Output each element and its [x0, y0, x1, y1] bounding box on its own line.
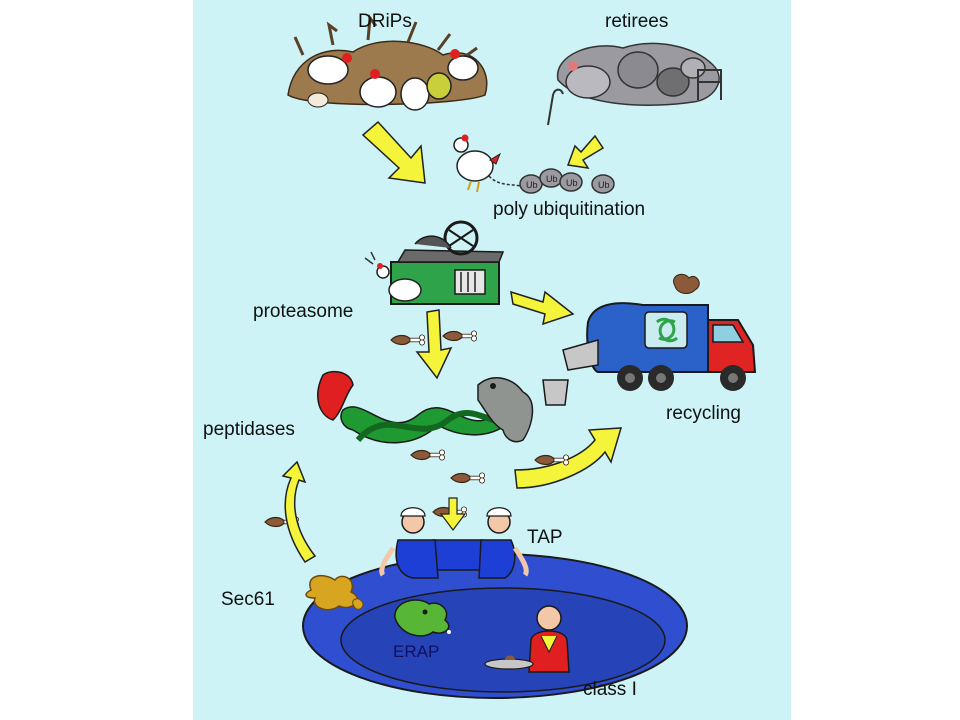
label-class-i: class I: [583, 679, 637, 700]
label-poly-ubiquitination: poly ubiquitination: [493, 199, 646, 220]
ub-tag: Ub: [526, 180, 538, 190]
arrow-sec61-to-peptidases: [281, 460, 317, 564]
ub-tag: Ub: [566, 178, 578, 188]
label-erap: ERAP: [393, 642, 440, 661]
arrow-proteasome-to-recycling: [510, 290, 575, 326]
peptide-fragment: [534, 454, 570, 466]
arrow-proteasome-to-peptidases: [415, 309, 453, 380]
peptidases-figure: [317, 370, 534, 444]
ub-tag: Ub: [598, 180, 610, 190]
sec61-droplet: [352, 598, 364, 610]
erap-enzyme: [394, 599, 451, 637]
retiree-chickens: [547, 42, 722, 126]
antigen-processing-illustration: Ub Ub Ub Ub: [264, 13, 757, 699]
proteasome-machine: [364, 220, 505, 305]
label-tap: TAP: [527, 527, 563, 548]
label-drips: DRiPs: [358, 11, 412, 32]
recycling-truck: [542, 273, 757, 406]
arrow-into-tap: [439, 497, 467, 531]
ubiquitinated-chicken: [453, 134, 615, 194]
mhc-class-i-figure: [484, 605, 570, 673]
tap-transporter: [379, 507, 529, 579]
peptide-fragment: [450, 472, 486, 484]
label-retirees: retirees: [605, 11, 669, 32]
arrow-drips-to-ub: [361, 120, 426, 184]
peptide-fragment: [390, 334, 426, 346]
label-proteasome: proteasome: [253, 301, 354, 322]
peptide-fragment: [442, 330, 478, 342]
diagram-panel: Ub Ub Ub Ub: [193, 0, 791, 720]
ub-tag: Ub: [546, 174, 558, 184]
arrow-retirees-to-ub: [566, 134, 605, 169]
drips-chickens: [287, 13, 488, 111]
label-recycling: recycling: [666, 403, 741, 424]
label-sec61: Sec61: [221, 589, 275, 610]
peptide-fragment: [410, 449, 446, 461]
label-peptidases: peptidases: [203, 419, 295, 440]
er-lumen: [340, 587, 666, 693]
arrow-peptidases-to-recycling: [514, 427, 623, 489]
